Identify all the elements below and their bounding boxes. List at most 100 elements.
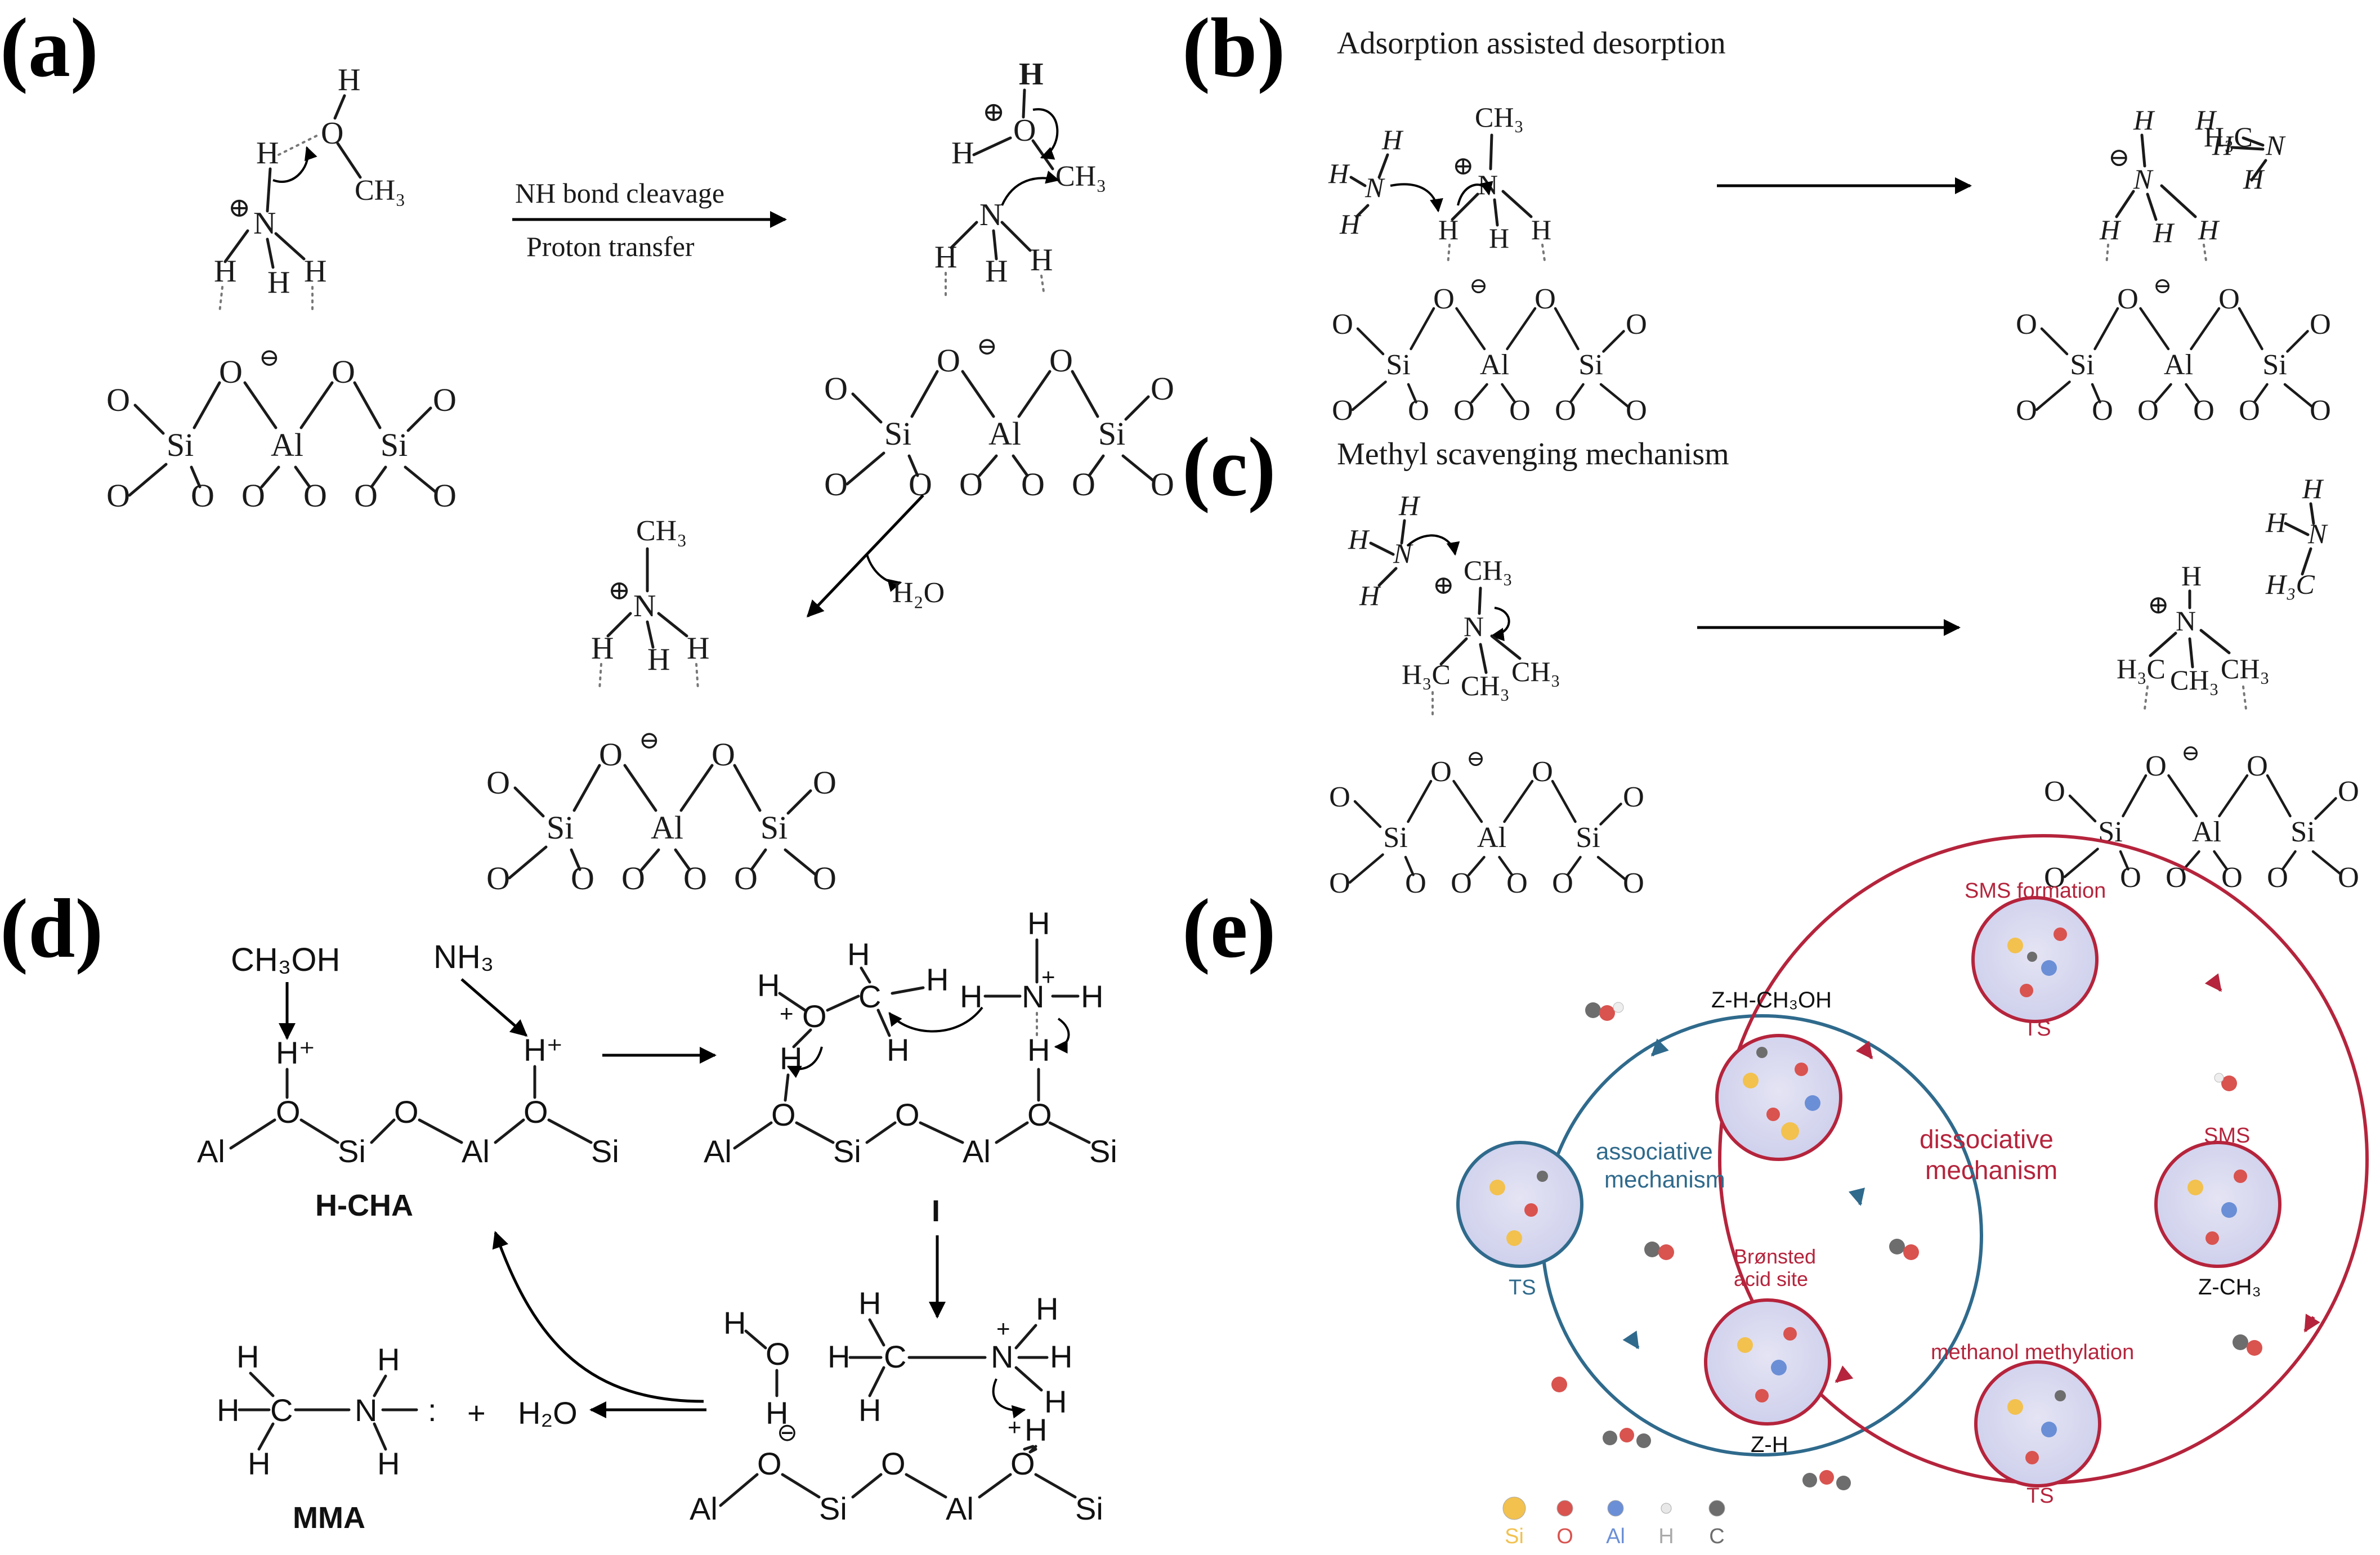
plus-charge: ⊕	[2148, 590, 2169, 619]
atom-h: H	[858, 1285, 881, 1321]
atom-h: H	[2198, 214, 2220, 245]
atom-h: H	[1359, 580, 1381, 611]
panel-b: (b) Adsorption assisted desorption H H N…	[1182, 1, 2331, 427]
d-mma: H H C H N H H : + H₂O MMA	[217, 1339, 578, 1535]
plus-charge: ⊕	[228, 193, 250, 223]
minus-charge: ⊖	[777, 1419, 798, 1446]
atom-o: O	[757, 1446, 782, 1481]
atom-si: Si	[819, 1491, 847, 1526]
plus-charge: ⊕	[1452, 151, 1474, 180]
atom-h3c: H₃C	[2117, 653, 2166, 684]
atom-si: Si	[1089, 1133, 1117, 1169]
atom-al: Al	[462, 1133, 490, 1169]
atom-n: N	[253, 206, 276, 241]
atom-o: O	[802, 998, 827, 1034]
reaction-arrow	[492, 1231, 704, 1403]
atom-h: H	[248, 1446, 270, 1481]
bronsted-label-line2: acid site	[1734, 1267, 1808, 1290]
h-plus: H⁺	[524, 1032, 563, 1068]
atom-h: H	[1531, 214, 1551, 245]
atom-h: H	[1348, 523, 1370, 555]
dissociative-label: dissociative	[1920, 1124, 2054, 1154]
panel-e: (e)	[1182, 834, 2369, 1548]
atom-ch3: CH₃	[355, 174, 405, 207]
bubble-z-h	[1704, 1298, 1831, 1426]
reaction-arrow	[806, 494, 924, 618]
c-product: H H N H₃C H ⊕ N H₃C CH₃ CH₃	[2044, 473, 2359, 894]
atom-h: H	[1036, 1291, 1058, 1327]
atom-h: H	[847, 936, 870, 972]
atom-h: H	[1489, 222, 1509, 254]
atom-o: O	[895, 1097, 920, 1132]
atom-o: O	[881, 1446, 906, 1481]
legend-swatch-al	[1607, 1500, 1624, 1517]
atom-h: H	[926, 962, 949, 997]
atom-o: O	[771, 1097, 796, 1132]
atom-ch3: CH₃	[636, 515, 687, 547]
d-transition: H O H H H C H N + H H H + H O ⊖ Al Si O …	[690, 1285, 1103, 1526]
atom-h: H	[951, 136, 974, 171]
atom-h3c: H₃C	[2265, 568, 2315, 600]
atom-n: N	[1022, 979, 1044, 1014]
legend-swatch-o	[1556, 1500, 1573, 1517]
d-intermediate: H O + H C H H H H N + H H H O Al Si O Al…	[704, 906, 1117, 1228]
mma-label: MMA	[293, 1501, 365, 1535]
zeolite-framework	[824, 333, 1174, 503]
atom-ch3: CH₃	[1475, 101, 1524, 133]
legend-label-al: Al	[1606, 1525, 1625, 1548]
atom-h: H	[2153, 217, 2175, 248]
atom-h: H	[2302, 473, 2324, 504]
atom-c: C	[884, 1339, 906, 1374]
panel-c: (c) Methyl scavenging mechanism H H N H …	[1182, 420, 2359, 899]
atom-h: H	[780, 1041, 802, 1076]
atom-si: Si	[338, 1133, 366, 1169]
bubble-ts-left	[1456, 1141, 1583, 1268]
lone-pair: :	[428, 1392, 437, 1428]
atom-ch3: CH₃	[2221, 653, 2270, 684]
bubble-methylation-ts	[1974, 1360, 2101, 1487]
a-reactant: H O CH₃ H ⊕ N H H H	[106, 62, 457, 514]
atom-h: H	[2195, 104, 2217, 136]
atom-h: H	[1030, 243, 1053, 277]
atom-h: H	[1381, 124, 1404, 155]
plus-charge: +	[1041, 964, 1055, 990]
atom-h: H	[1398, 490, 1421, 521]
atom-h: H	[2265, 507, 2288, 538]
atom-h: H	[377, 1342, 400, 1377]
legend-label-si: Si	[1505, 1525, 1524, 1548]
atom-h: H	[236, 1339, 259, 1374]
legend-label-o: O	[1556, 1525, 1573, 1548]
atom-h: H	[827, 1339, 850, 1374]
legend-label-h: H	[1658, 1525, 1674, 1548]
atom-n: N	[2265, 129, 2286, 161]
bubble-z-h-ch3oh	[1715, 1034, 1842, 1161]
intermediate-label: I	[932, 1194, 940, 1228]
atom-o: O	[1013, 113, 1036, 148]
legend-swatch-h	[1661, 1503, 1672, 1514]
atom-h: H	[267, 265, 290, 300]
atom-h: H	[1019, 57, 1044, 92]
atom-ch3: CH₃	[1461, 670, 1510, 701]
atom-c: C	[858, 979, 881, 1014]
atom-h: H	[687, 631, 709, 666]
b-product: H₃C N H H H H ⊖ N H H H	[2016, 104, 2331, 427]
dissociative-label-line2: mechanism	[1925, 1155, 2057, 1185]
panel-d: (d) CH₃OH NH₃ H⁺ H⁺ O Al Si O Al O Si H-…	[0, 882, 1117, 1535]
atom-n: N	[633, 589, 656, 624]
associative-label-line2: mechanism	[1604, 1166, 1725, 1193]
zeolite-framework	[2044, 741, 2359, 894]
atom-h: H	[1027, 1032, 1050, 1068]
bronsted-label: Brønsted	[1734, 1245, 1816, 1268]
atom-c: C	[270, 1392, 293, 1428]
atom-n: N	[2176, 605, 2196, 637]
methanol-molecule	[1644, 1242, 1674, 1260]
atom-h: H	[757, 967, 780, 1003]
hcha-label: H-CHA	[315, 1189, 413, 1222]
atom-h: H	[647, 642, 670, 677]
panel-e-label: (e)	[1182, 882, 1276, 975]
atom-h: H	[2099, 214, 2122, 245]
atom-n: N	[2307, 518, 2328, 549]
ts-label: TS	[2024, 1017, 2051, 1041]
